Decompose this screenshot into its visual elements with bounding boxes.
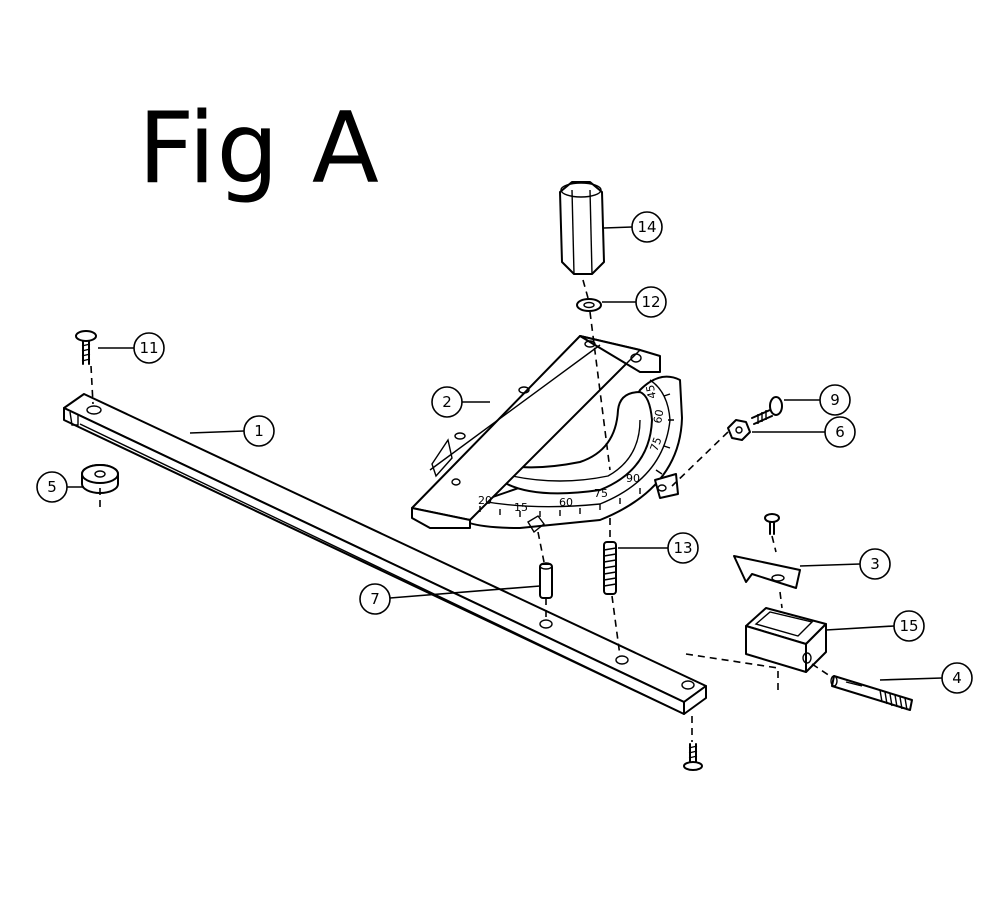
callout-label: 7 [370,590,380,608]
protractor-scale: 20 15 60 75 90 75 60 45 [478,384,666,514]
part-3-pointer-plate [733,513,801,589]
callout-label: 4 [952,669,962,687]
callout-9: 9 [784,384,851,416]
scale-label: 45 [644,384,659,400]
scale-label: 60 [651,408,666,424]
part-6-hex-nut [727,419,751,441]
callout-4: 4 [879,662,973,694]
part-9-screw [751,396,783,425]
callout-12: 12 [602,286,667,318]
callout-label: 14 [637,218,656,236]
callout-2: 2 [431,386,490,418]
part-15-stop-block [745,607,827,673]
callout-label: 11 [139,339,158,357]
assembly-lines [90,279,831,742]
callout-3: 3 [799,548,891,580]
part-11-screw [75,330,97,365]
part-2-miter-gauge-body [411,335,683,529]
callout-label: 6 [835,423,845,441]
part-12-washer [576,298,602,312]
part-13-threaded-stud [603,541,617,595]
part-14-handle-knob [559,181,605,275]
callout-label: 3 [870,555,880,573]
part-5-stop-disc [81,464,119,494]
callout-13: 13 [618,532,699,564]
callout-label: 12 [641,293,660,311]
callout-1: 1 [189,415,275,447]
callout-7: 7 [359,583,541,615]
callout-11: 11 [98,332,165,364]
bottom-screw [683,743,703,771]
callout-label: 5 [47,478,57,496]
part-1-miter-bar [63,393,707,715]
figure-title: Fig A [138,92,380,206]
scale-label: 75 [648,435,665,453]
callout-label: 2 [442,393,452,411]
part-7-pin [527,515,553,599]
scale-label: 15 [514,501,528,514]
callout-label: 9 [830,391,840,409]
scale-label: 20 [478,494,492,507]
callout-label: 1 [254,422,264,440]
callout-14: 14 [603,211,663,243]
callout-6: 6 [752,416,856,448]
scale-label: 60 [559,496,573,509]
callout-15: 15 [825,610,925,642]
part-4-rod [830,675,913,711]
scale-label: 90 [626,472,640,485]
callout-label: 13 [673,539,692,557]
callout-5: 5 [36,471,84,503]
callout-label: 15 [899,617,918,635]
scale-label: 75 [594,487,608,500]
